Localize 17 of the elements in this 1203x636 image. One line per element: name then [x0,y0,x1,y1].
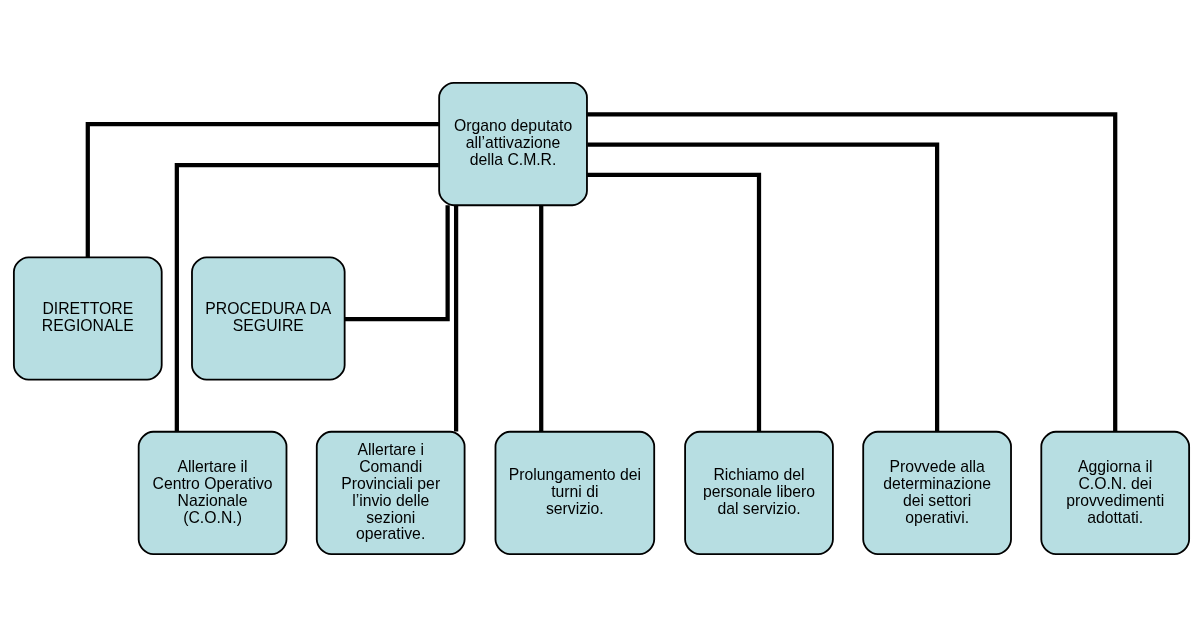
connector [587,111,1118,432]
node-box: Allertare i Comandi Provinciali per l’invio delle sezioni operative. [315,430,466,555]
connector [85,121,439,257]
connector [174,162,439,432]
connector [587,142,940,431]
node-box: Allertare il Centro Operativo Nazionale (C.O.N.) [137,430,288,555]
connector [344,204,450,321]
node-box: Richiamo del personale libero dal servizio. [684,430,834,555]
connector [539,205,544,431]
connector [454,205,459,431]
node-box: Aggiorna il C.O.N. dei provvedimenti adottati. [1040,430,1191,555]
node-box: Prolungamento dei turni di servizio. [494,430,656,555]
node-box: Organo deputato all’attivazione della C.M.R. [438,81,588,206]
node-box: PROCEDURA DA SEGUIRE [191,255,346,381]
node-box: Provvede alla determinazione dei settori operativi. [862,430,1012,555]
node-box: DIRETTORE REGIONALE [12,255,163,381]
connector [587,172,762,432]
